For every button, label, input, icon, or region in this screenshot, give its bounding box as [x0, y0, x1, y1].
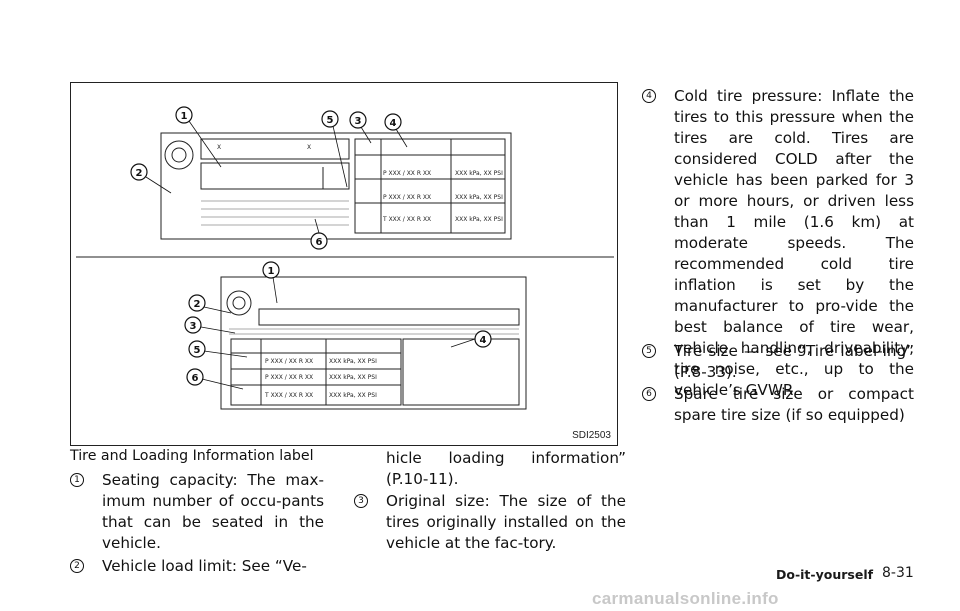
svg-text:2: 2: [136, 168, 143, 179]
footer-page-number: 8-31: [882, 565, 914, 581]
callout-number-4: 4: [642, 89, 656, 103]
svg-text:P XXX / XX R XX: P XXX / XX R XX: [383, 170, 431, 177]
list-item-2-continued: hicle loading information” (P.10-11).: [354, 448, 626, 490]
svg-text:P XXX / XX R XX: P XXX / XX R XX: [265, 374, 313, 381]
svg-text:XXX kPa, XX PSI: XXX kPa, XX PSI: [329, 392, 377, 399]
figure-code: SDI2503: [572, 430, 611, 441]
svg-text:5: 5: [327, 115, 334, 126]
svg-text:5: 5: [194, 345, 201, 356]
list-item-2: 2 Vehicle load limit: See “Ve-: [70, 556, 324, 577]
figure-caption: Tire and Loading Information label: [70, 448, 314, 464]
svg-text:X: X: [307, 144, 311, 151]
item-text-1: Seating capacity: The max-imum number of…: [102, 471, 324, 552]
callout-number-2: 2: [70, 559, 84, 573]
svg-text:3: 3: [190, 321, 197, 332]
tire-label-illustration: X X P XXX / XX R XX P XXX / XX R XX T XX…: [76, 106, 614, 410]
svg-text:XXX kPa, XX PSI: XXX kPa, XX PSI: [455, 216, 503, 223]
item-text-3: Original size: The size of the tires ori…: [386, 492, 626, 552]
callout-number-3: 3: [354, 494, 368, 508]
item-text-2-continued: hicle loading information” (P.10-11).: [386, 449, 626, 488]
svg-text:P XXX / XX R XX: P XXX / XX R XX: [265, 358, 313, 365]
svg-text:T XXX / XX R XX: T XXX / XX R XX: [264, 392, 313, 399]
svg-text:1: 1: [181, 111, 188, 122]
svg-text:6: 6: [316, 237, 323, 248]
svg-text:P XXX / XX R XX: P XXX / XX R XX: [383, 194, 431, 201]
svg-text:2: 2: [194, 299, 201, 310]
list-item-4: 4 Cold tire pressure: Inflate the tires …: [642, 86, 914, 401]
callout-number-1: 1: [70, 473, 84, 487]
callout-number-5: 5: [642, 344, 656, 358]
svg-text:XXX kPa, XX PSI: XXX kPa, XX PSI: [455, 194, 503, 201]
item-text-2: Vehicle load limit: See “Ve-: [102, 557, 307, 575]
svg-text:XXX kPa, XX PSI: XXX kPa, XX PSI: [329, 374, 377, 381]
list-item-5: 5 Tire size — see “Tire label-ing” (P.8-…: [642, 341, 914, 383]
svg-text:XXX kPa, XX PSI: XXX kPa, XX PSI: [455, 170, 503, 177]
svg-text:T XXX / XX R XX: T XXX / XX R XX: [382, 216, 431, 223]
svg-text:4: 4: [390, 118, 397, 129]
item-text-5: Tire size — see “Tire label-ing” (P.8-33…: [674, 342, 914, 381]
list-item-6: 6 Spare tire size or compact spare tire …: [642, 384, 914, 426]
svg-text:X: X: [217, 144, 221, 151]
item-text-6: Spare tire size or compact spare tire si…: [674, 385, 914, 424]
svg-text:4: 4: [480, 335, 487, 346]
list-item-3: 3 Original size: The size of the tires o…: [354, 491, 626, 554]
watermark: carmanualsonline.info: [592, 589, 779, 608]
callout-number-6: 6: [642, 387, 656, 401]
list-item-1: 1 Seating capacity: The max-imum number …: [70, 470, 324, 554]
svg-text:1: 1: [268, 266, 275, 277]
svg-text:6: 6: [192, 373, 199, 384]
footer-section-title: Do-it-yourself: [776, 567, 874, 582]
svg-text:XXX kPa, XX PSI: XXX kPa, XX PSI: [329, 358, 377, 365]
tire-label-figure: X X P XXX / XX R XX P XXX / XX R XX T XX…: [70, 82, 618, 446]
item-text-4: Cold tire pressure: Inflate the tires to…: [674, 87, 914, 399]
svg-text:3: 3: [355, 116, 362, 127]
